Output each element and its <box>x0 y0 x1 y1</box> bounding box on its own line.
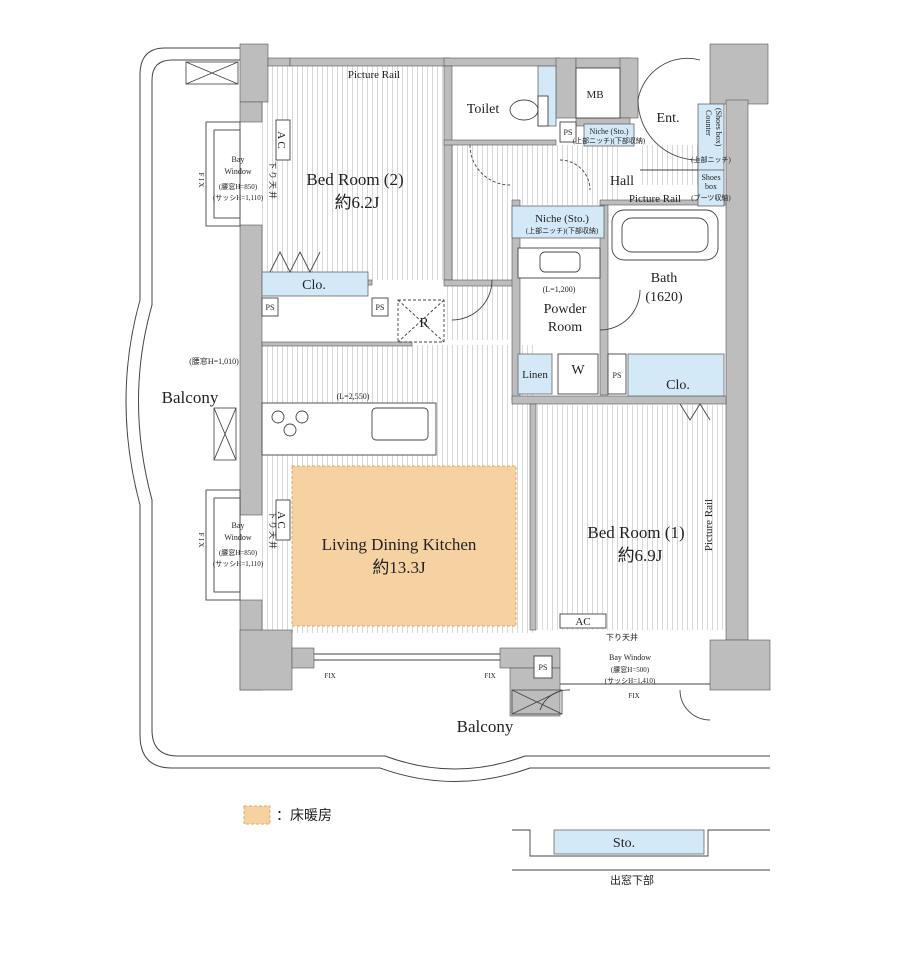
balcony-bottom-label: Balcony <box>457 717 514 736</box>
powder-room-line1: Powder <box>544 302 587 317</box>
bay-window-bottom-left-line2: Window <box>224 533 251 542</box>
bay-window-top-h: (腰窓H=850) <box>219 182 258 191</box>
floor-heating-zone <box>291 465 517 627</box>
demado-kabu-label: 出窓下部 <box>610 873 654 887</box>
bedroom1-name: Bed Room (1) <box>587 523 684 542</box>
bedroom1-size: 約6.9J <box>618 546 663 565</box>
bay-window-top-sash: (サッシH=1,110) <box>213 194 264 202</box>
sagari-tenjo-bedroom2: 下 り 天 井 <box>268 161 278 199</box>
picture-rail-bedroom1: Picture Rail <box>703 499 715 551</box>
koshimado-mid: (腰窓H=1,010) <box>189 356 239 366</box>
walls <box>239 43 771 717</box>
bedroom2-size: 約6.2J <box>335 193 380 212</box>
balcony-left-label: Balcony <box>162 388 219 407</box>
fix-left-lower: F I X <box>197 533 205 548</box>
mb-label: MB <box>586 89 603 101</box>
ps-bottom: PS <box>539 663 548 672</box>
ps-toilet: PS <box>564 128 573 137</box>
ldk-size: 約13.3J <box>372 558 426 577</box>
niche-powder-title: Niche (Sto.) <box>535 213 589 225</box>
powder-length: (L=1,200) <box>543 285 576 294</box>
kitchen-length: (L=2,550) <box>337 392 370 401</box>
bay-window-bottom-left-sash: (サッシH=1,110) <box>213 560 264 568</box>
niche-hall-title: Niche (Sto.) <box>589 127 628 136</box>
picture-rail-hall: Picture Rail <box>629 193 681 205</box>
bay-window-bottom-left-line1: Bay <box>232 521 245 530</box>
toilet-label: Toilet <box>467 102 500 117</box>
bay-window-top-line1: Bay <box>232 155 245 164</box>
sagari-tenjo-ldk: 下 り 天 井 <box>268 511 278 549</box>
legend-label: ：床暖房 <box>276 808 332 824</box>
powder-room-line2: Room <box>548 320 582 335</box>
shoes-box-line2: box <box>705 182 717 191</box>
bedroom1-closet-label: Clo. <box>666 378 690 393</box>
entrance-label: Ent. <box>657 111 680 126</box>
ac-bedroom1: AC <box>575 616 590 628</box>
bath-name: Bath <box>651 271 677 286</box>
fix-top: F I X <box>197 173 205 188</box>
bay-window-bottom-title: Bay Window <box>609 653 651 662</box>
niche-hall-sub: (上部ニッチ)(下部収納) <box>573 136 646 145</box>
picture-rail-top: Picture Rail <box>348 69 400 81</box>
fix-bottom-1: FIX <box>324 672 335 680</box>
balcony-outline <box>125 47 770 782</box>
shoes-box-line1: Shoes <box>701 173 720 182</box>
bay-window-bottom-h: (腰窓H=500) <box>611 665 650 674</box>
sto-label: Sto. <box>613 836 635 851</box>
fixtures <box>185 57 770 871</box>
washer-label: W <box>571 363 585 378</box>
legend-swatch <box>243 805 271 825</box>
fix-bottom-2: FIX <box>484 672 495 680</box>
r-label: R <box>419 316 429 331</box>
counter-line2: (Shoes box) <box>714 108 723 147</box>
ps-bedroom2-right: PS <box>376 303 385 312</box>
sagari-tenjo-bedroom1: 下り天井 <box>606 632 638 642</box>
ps-powder: PS <box>613 371 622 380</box>
fix-bottom-3: FIX <box>628 692 639 700</box>
bay-window-bottom-left-h: (腰窓H=850) <box>219 548 258 557</box>
counter-sub: (上部ニッチ) <box>691 155 731 164</box>
ac-bedroom2: A C <box>275 131 287 148</box>
linen-label: Linen <box>522 369 548 381</box>
shoes-box-sub: (ブーツ収納) <box>691 193 731 202</box>
niche-powder-sub: (上部ニッチ)(下部収納) <box>526 226 599 235</box>
ldk-name: Living Dining Kitchen <box>322 535 477 554</box>
ps-bedroom2-left: PS <box>266 303 275 312</box>
bay-window-bottom-sash: (サッシH=1,410) <box>605 677 656 685</box>
closets <box>261 65 725 855</box>
bay-window-top-line2: Window <box>224 167 251 176</box>
ac-ldk: A C <box>275 511 287 528</box>
bath-size: (1620) <box>645 290 683 305</box>
counter-line1: Counter <box>704 110 713 136</box>
hall-label: Hall <box>610 174 634 189</box>
bedroom2-closet-label: Clo. <box>302 278 326 293</box>
bedroom2-name: Bed Room (2) <box>306 170 403 189</box>
